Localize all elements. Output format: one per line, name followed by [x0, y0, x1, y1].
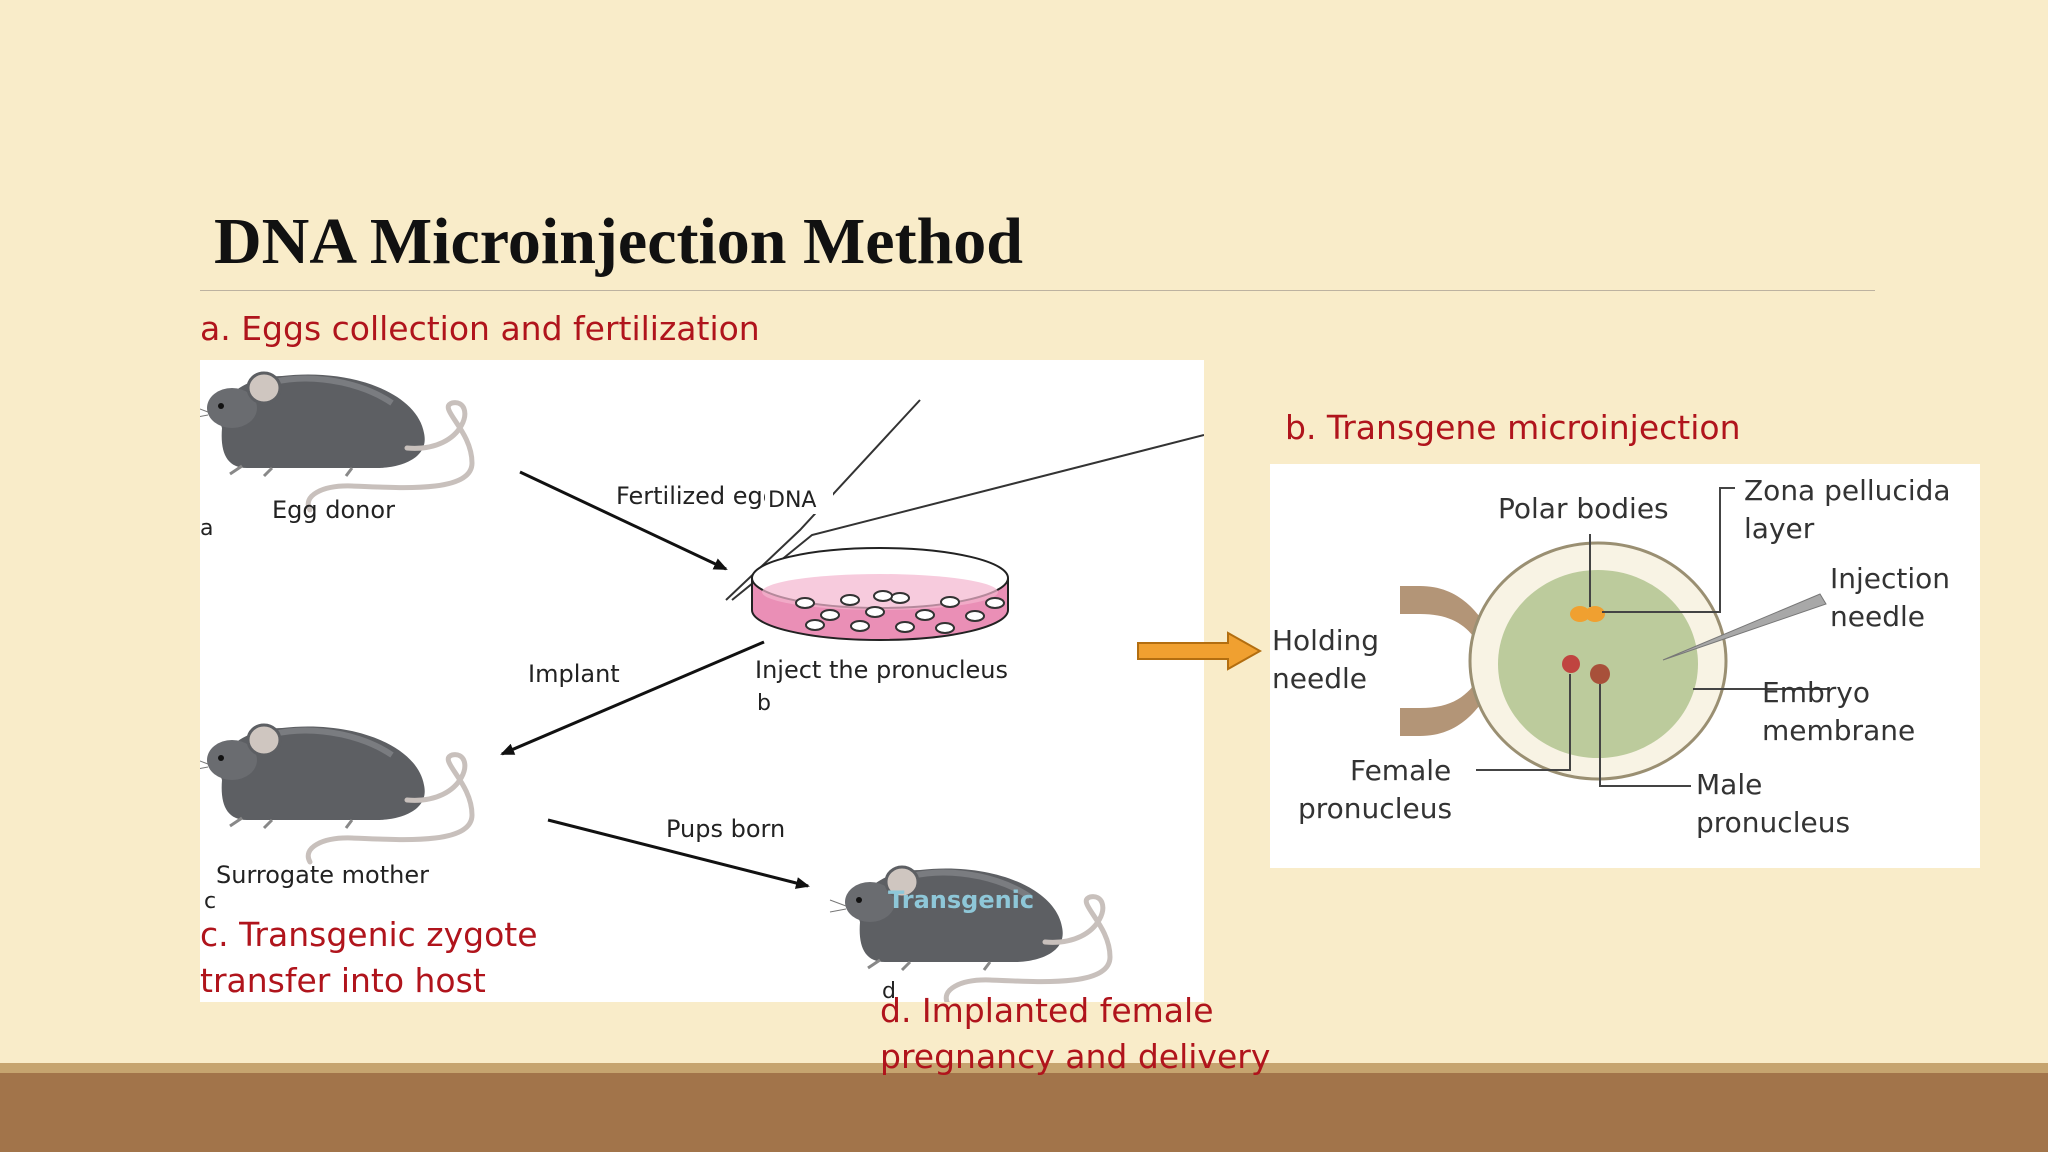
- injection-needle: [1662, 593, 1827, 661]
- step-a-label: a: [200, 516, 213, 541]
- holding-needle-upper: [1400, 586, 1492, 646]
- pups-born-label: Pups born: [666, 815, 785, 843]
- step-d-label: d: [882, 979, 896, 1002]
- holding-label-2: needle: [1272, 662, 1367, 695]
- egg-donor-mouse: [200, 373, 472, 510]
- surrogate-mouse: [200, 725, 472, 862]
- title-divider: [200, 290, 1875, 291]
- caption-c: c. Transgenic zygote transfer into host: [200, 915, 538, 1000]
- zona-label-1: Zona pellucida: [1744, 474, 1951, 507]
- female-pronucleus: [1562, 655, 1580, 673]
- link-arrow: [1137, 631, 1262, 671]
- holding-label-1: Holding: [1272, 624, 1379, 657]
- arrow-fertilized: [519, 470, 728, 571]
- arrow-implant: [500, 640, 765, 756]
- caption-b: b. Transgene microinjection: [1285, 408, 1741, 447]
- footer-band-dark: [0, 1073, 2048, 1152]
- left-diagram-panel: Egg donor a Fertilized eggs DNA Inject: [200, 360, 1205, 1002]
- polar-bodies-label: Polar bodies: [1498, 492, 1669, 525]
- petri-dish: [751, 547, 1009, 641]
- zona-label-2: layer: [1744, 512, 1815, 545]
- transgenic-label: Transgenic: [888, 886, 1034, 914]
- embryo-label-2: membrane: [1762, 714, 1915, 747]
- implant-label: Implant: [528, 660, 620, 688]
- injection-label-1: Injection: [1830, 562, 1950, 595]
- dna-label-bg: [765, 480, 833, 514]
- female-label-1: Female: [1350, 754, 1451, 787]
- fertilized-eggs-label: Fertilized eggs: [616, 482, 791, 510]
- transgenic-process-diagram: Egg donor a Fertilized eggs DNA Inject: [200, 360, 1205, 1002]
- step-c-label: c: [204, 889, 216, 914]
- slide-title: DNA Microinjection Method: [214, 205, 1023, 278]
- surrogate-label: Surrogate mother: [216, 861, 429, 889]
- male-label-2: pronucleus: [1696, 806, 1850, 839]
- footer-band-light: [0, 1063, 2048, 1073]
- female-label-2: pronucleus: [1298, 792, 1452, 825]
- holding-needle-lower: [1400, 676, 1492, 736]
- microinjection-diagram: Polar bodies Zona pellucida layer Inject…: [1272, 474, 1951, 839]
- male-pronucleus: [1590, 664, 1610, 684]
- step-b-label: b: [757, 691, 771, 716]
- embryo-label-1: Embryo: [1762, 676, 1870, 709]
- male-label-1: Male: [1696, 768, 1762, 801]
- embryo: [1498, 570, 1698, 758]
- inject-label: Inject the pronucleus: [755, 656, 1008, 684]
- injection-label-2: needle: [1830, 600, 1925, 633]
- caption-d: d. Implanted female pregnancy and delive…: [880, 991, 1271, 1076]
- egg-donor-label: Egg donor: [272, 496, 395, 524]
- polar-bodies: [1585, 606, 1605, 622]
- right-diagram-panel: Polar bodies Zona pellucida layer Inject…: [1270, 464, 1980, 868]
- caption-a: a. Eggs collection and fertilization: [200, 309, 760, 348]
- arrow-pups: [547, 818, 810, 889]
- dna-label: DNA: [768, 488, 816, 513]
